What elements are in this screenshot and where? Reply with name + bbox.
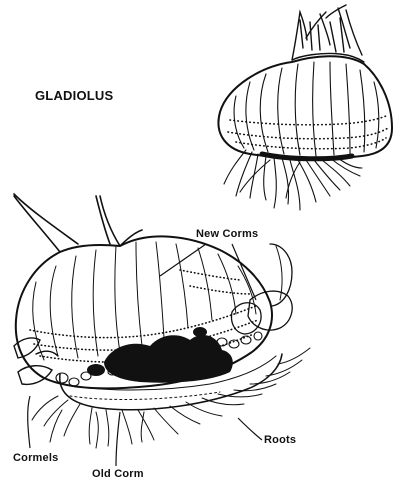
top-corm: [218, 5, 392, 210]
bottom-corm-stem: [14, 194, 142, 252]
top-corm-neck: [292, 5, 364, 62]
new-corms-cluster: [232, 244, 293, 334]
label-new-corms: New Corms: [196, 228, 258, 240]
bottom-corm-ribs: [33, 242, 256, 360]
top-corm-ribs: [234, 62, 379, 156]
old-corm-leader: [116, 412, 120, 466]
roots-leader: [238, 418, 262, 440]
label-cormels: Cormels: [13, 452, 58, 464]
cormel-sheaths: [14, 338, 58, 384]
label-roots: Roots: [264, 434, 296, 446]
cormels-leader: [28, 396, 30, 448]
label-old-corm: Old Corm: [92, 468, 144, 480]
bottom-corm: [14, 194, 310, 448]
diagram-title: GLADIOLUS: [35, 88, 113, 103]
